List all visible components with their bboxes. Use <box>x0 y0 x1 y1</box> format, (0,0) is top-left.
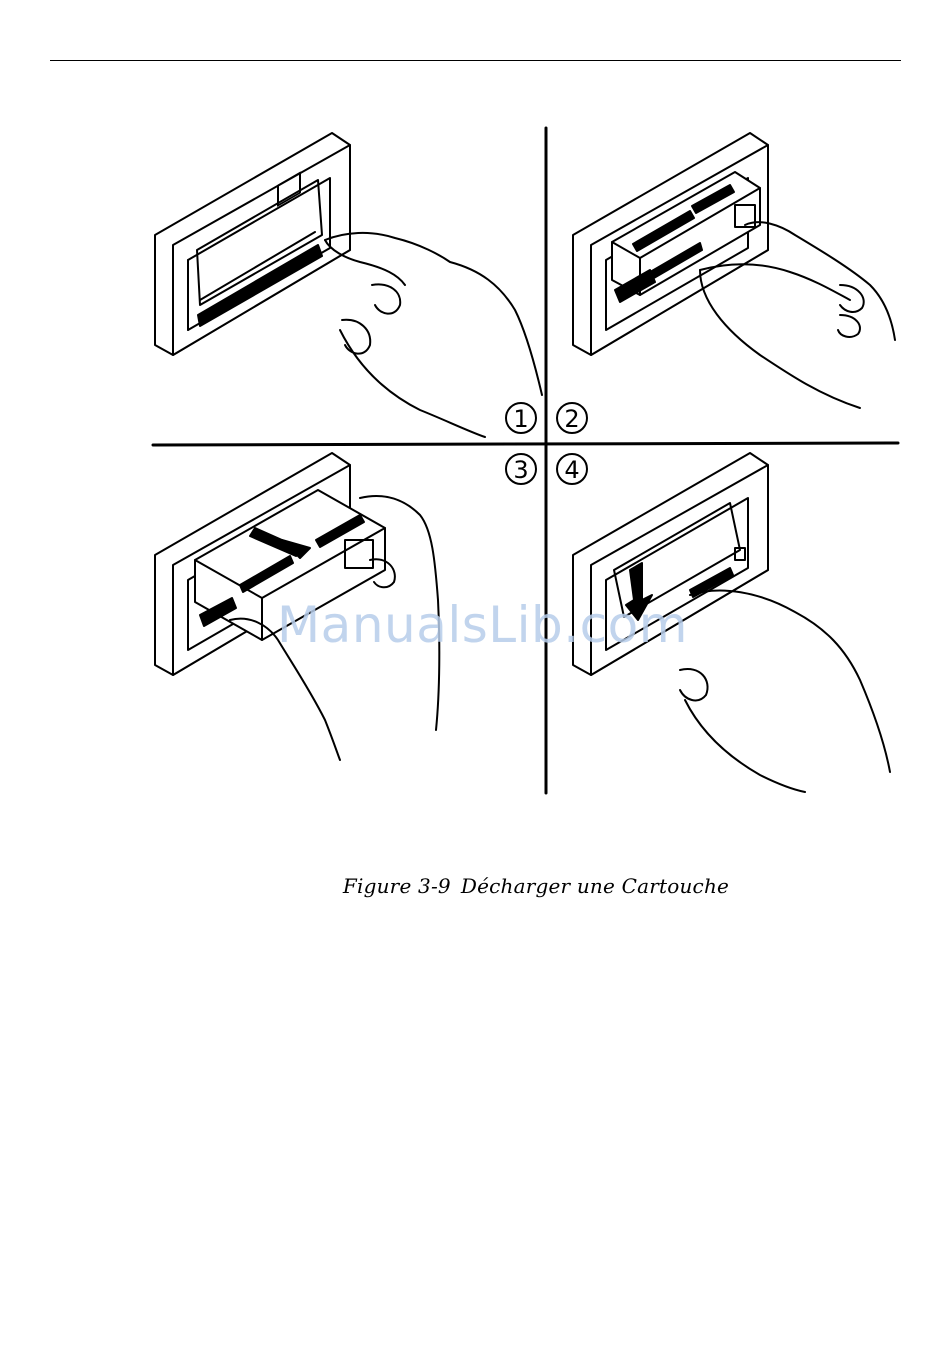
figure-caption-text: Décharger une Cartouche <box>461 874 729 898</box>
figure-caption: Figure 3-9 Décharger une Cartouche <box>0 874 950 898</box>
figure-caption-label: Figure 3-9 <box>343 874 451 898</box>
panel-1-drawing <box>155 133 542 437</box>
panel-2-drawing <box>573 133 895 408</box>
step-3-label: 3 <box>513 456 528 484</box>
step-2-label: 2 <box>564 405 579 433</box>
watermark: ManualsLib.com <box>0 596 950 654</box>
step-1-label: 1 <box>513 405 528 433</box>
step-4-label: 4 <box>564 456 579 484</box>
horizontal-divider <box>153 443 898 445</box>
unload-cartridge-illustration: 1 2 3 4 <box>0 0 950 860</box>
